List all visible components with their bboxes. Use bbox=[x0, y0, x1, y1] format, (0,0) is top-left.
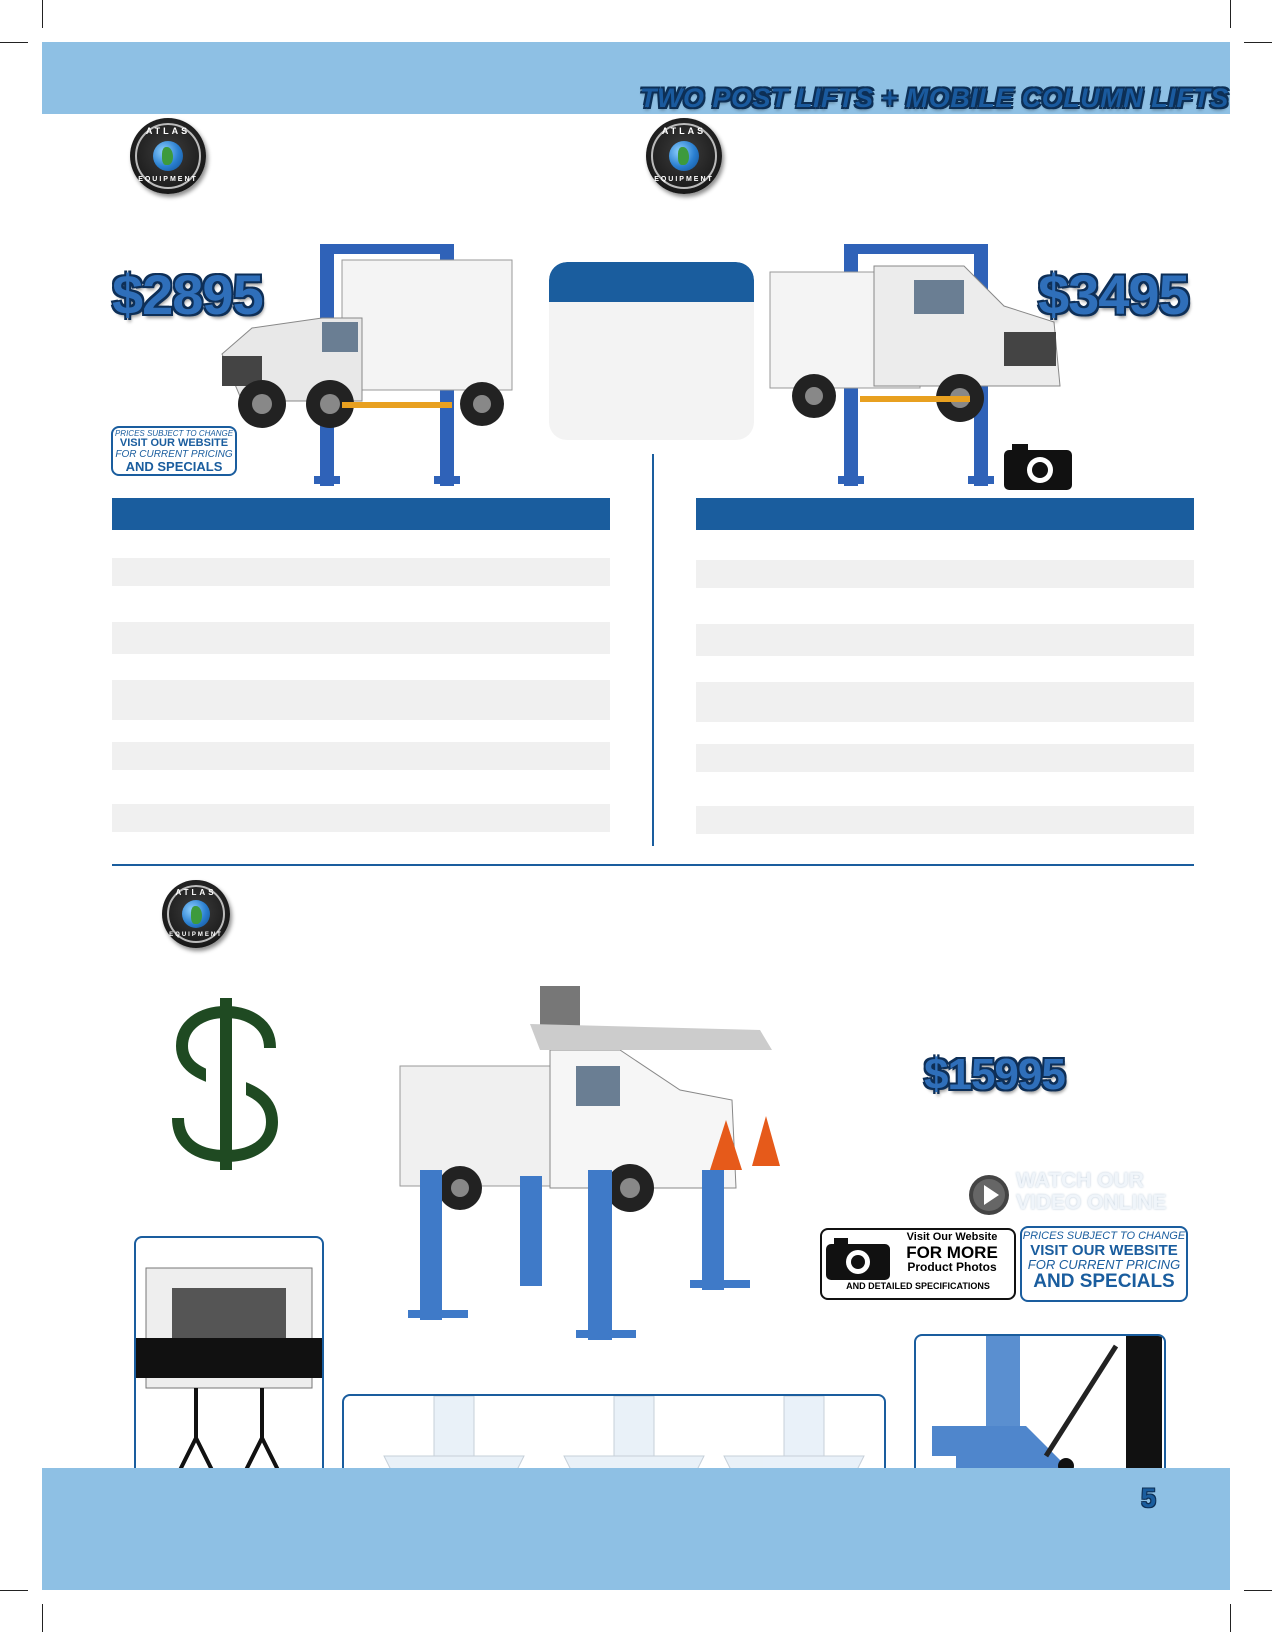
spec-table-header-left bbox=[112, 498, 610, 530]
more-photos-link[interactable]: Visit Our Website FOR MORE Product Photo… bbox=[820, 1228, 1016, 1300]
section-divider bbox=[112, 864, 1194, 866]
footer-band bbox=[42, 1468, 1230, 1590]
header-band bbox=[42, 42, 1230, 114]
price-right: $3495 bbox=[1038, 263, 1190, 326]
feature-panel bbox=[549, 262, 754, 440]
crop-mark bbox=[0, 1590, 28, 1591]
camera-icon[interactable] bbox=[1004, 442, 1072, 490]
crop-mark bbox=[1230, 0, 1231, 28]
camera-icon bbox=[826, 1238, 890, 1280]
video-text: WATCH OUR VIDEO ONLINE bbox=[1016, 1169, 1167, 1215]
spec-table-header-right bbox=[696, 498, 1194, 530]
spec-row bbox=[112, 804, 610, 832]
pricing-notice-left: PRICES SUBJECT TO CHANGE VISIT OUR WEBSI… bbox=[111, 426, 237, 476]
feature-panel-header bbox=[549, 262, 754, 302]
promo-line1: Visit Our Website bbox=[906, 1231, 998, 1243]
crop-mark bbox=[0, 42, 28, 43]
watch-video-link[interactable]: WATCH OUR VIDEO ONLINE bbox=[968, 1169, 1182, 1218]
two-post-lift-image bbox=[769, 244, 1061, 486]
crop-mark bbox=[1244, 42, 1272, 43]
two-post-lift-image bbox=[221, 244, 513, 486]
promo-line2: FOR MORE bbox=[906, 1242, 998, 1262]
promo-line4: AND DETAILED SPECIFICATIONS bbox=[846, 1281, 990, 1291]
column-divider bbox=[652, 454, 654, 846]
play-icon bbox=[969, 1175, 1009, 1215]
promo-line3: Product Photos bbox=[907, 1260, 997, 1275]
spec-row bbox=[112, 680, 610, 720]
spec-row bbox=[696, 806, 1194, 834]
crop-mark bbox=[42, 0, 43, 28]
crop-mark bbox=[42, 1604, 43, 1632]
spec-row bbox=[112, 558, 610, 586]
page-number: 5 bbox=[1140, 1483, 1156, 1513]
spec-row bbox=[696, 744, 1194, 772]
crop-mark bbox=[1244, 1590, 1272, 1591]
page-title: TWO POST LIFTS + MOBILE COLUMN LIFTS bbox=[640, 83, 1229, 113]
crop-mark bbox=[1230, 1604, 1231, 1632]
jack-stand-photo bbox=[134, 1236, 324, 1508]
dollar-icon bbox=[172, 998, 279, 1170]
mobile-column-lift-image bbox=[399, 986, 780, 1340]
price-left: $2895 bbox=[112, 263, 264, 326]
spec-row bbox=[696, 560, 1194, 588]
price-mobile: $15995 bbox=[924, 1050, 1066, 1099]
pricing-notice-bottom: PRICES SUBJECT TO CHANGE VISIT OUR WEBSI… bbox=[1020, 1226, 1188, 1302]
spec-row bbox=[696, 682, 1194, 722]
spec-row bbox=[112, 742, 610, 770]
spec-row bbox=[112, 622, 610, 654]
spec-row bbox=[696, 624, 1194, 656]
